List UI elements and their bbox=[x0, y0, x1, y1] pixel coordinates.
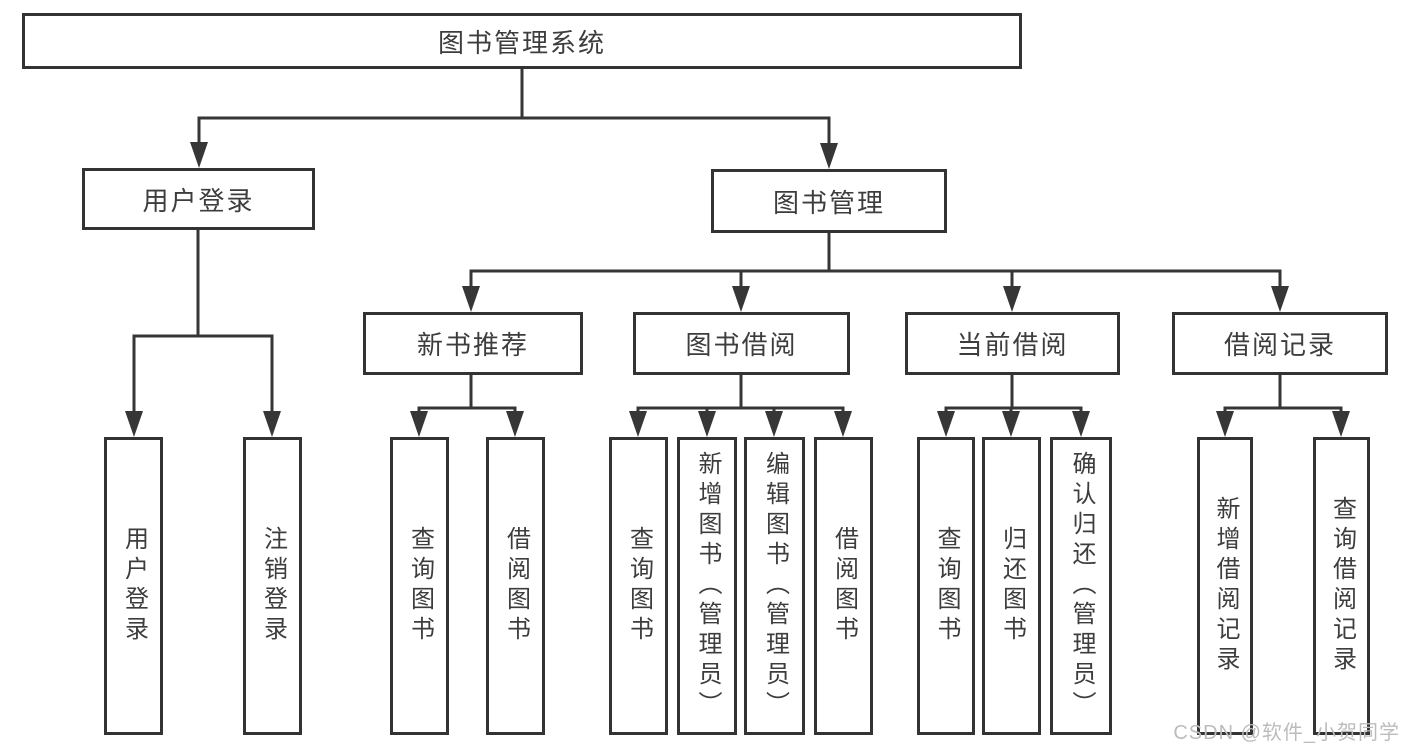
connector-3 bbox=[417, 373, 517, 419]
node-label-add-borrow-record: 新增借阅记录 bbox=[1212, 496, 1239, 676]
node-root: 图书管理系统 bbox=[22, 13, 1022, 69]
watermark-text: CSDN @软件_小贺同学 bbox=[1173, 722, 1400, 744]
arrowhead-icon bbox=[1216, 411, 1234, 437]
node-label-root: 图书管理系统 bbox=[437, 27, 606, 58]
connector-1 bbox=[132, 228, 274, 419]
node-label-confirm-return-admin: 确认归还（管理员） bbox=[1068, 451, 1095, 721]
connector-6 bbox=[1223, 373, 1343, 419]
node-label-query-books-3: 查询图书 bbox=[933, 526, 960, 646]
node-label-book-management: 图书管理 bbox=[772, 187, 885, 218]
arrowhead-icon bbox=[506, 411, 524, 437]
node-label-query-books-2: 查询图书 bbox=[625, 526, 653, 646]
node-label-user-login: 用户登录 bbox=[120, 526, 148, 646]
node-logout: 注销登录 bbox=[243, 437, 302, 735]
node-label-query-borrow-record: 查询借阅记录 bbox=[1328, 496, 1356, 676]
arrowhead-icon bbox=[937, 411, 955, 437]
arrowhead-icon bbox=[190, 142, 208, 168]
node-borrowing-records: 借阅记录 bbox=[1172, 312, 1388, 375]
connector-2 bbox=[469, 231, 1282, 294]
arrowhead-icon bbox=[732, 286, 750, 312]
arrowhead-icon bbox=[1271, 286, 1289, 312]
node-user-login-module: 用户登录 bbox=[82, 168, 315, 230]
node-new-book-recommend: 新书推荐 bbox=[363, 312, 583, 375]
connector-0 bbox=[197, 67, 831, 151]
node-borrow-books-2: 借阅图书 bbox=[814, 437, 873, 735]
node-query-books-1: 查询图书 bbox=[390, 437, 449, 735]
arrowhead-icon bbox=[629, 411, 647, 437]
node-edit-books-admin: 编辑图书（管理员） bbox=[744, 437, 805, 735]
node-label-add-books-admin: 新增图书（管理员） bbox=[694, 451, 721, 721]
node-add-borrow-record: 新增借阅记录 bbox=[1197, 437, 1253, 735]
arrowhead-icon bbox=[834, 411, 852, 437]
node-user-login: 用户登录 bbox=[104, 437, 163, 735]
node-label-logout: 注销登录 bbox=[259, 526, 287, 646]
node-label-book-borrowing: 图书借阅 bbox=[685, 330, 798, 360]
node-query-books-3: 查询图书 bbox=[917, 437, 975, 735]
node-label-borrowing-records: 借阅记录 bbox=[1223, 330, 1336, 360]
connector-4 bbox=[636, 373, 845, 419]
node-confirm-return-admin: 确认归还（管理员） bbox=[1050, 437, 1112, 735]
arrowhead-icon bbox=[1332, 411, 1350, 437]
arrowhead-icon bbox=[1003, 286, 1021, 312]
arrowhead-icon bbox=[1072, 411, 1090, 437]
node-label-return-books: 归还图书 bbox=[998, 526, 1026, 646]
node-label-query-books-1: 查询图书 bbox=[406, 526, 434, 646]
arrowhead-icon bbox=[1002, 411, 1020, 437]
node-label-edit-books-admin: 编辑图书（管理员） bbox=[761, 451, 789, 721]
arrowhead-icon bbox=[820, 143, 838, 169]
connector-5 bbox=[944, 373, 1083, 419]
node-label-new-book-recommend: 新书推荐 bbox=[416, 330, 529, 360]
node-label-current-borrowing: 当前借阅 bbox=[956, 330, 1069, 360]
arrowhead-icon bbox=[263, 411, 281, 437]
node-book-management: 图书管理 bbox=[711, 169, 947, 233]
node-current-borrowing: 当前借阅 bbox=[905, 312, 1120, 375]
node-return-books: 归还图书 bbox=[982, 437, 1041, 735]
arrowhead-icon bbox=[125, 411, 143, 437]
node-query-borrow-record: 查询借阅记录 bbox=[1313, 437, 1370, 735]
node-label-borrow-books-1: 借阅图书 bbox=[502, 526, 530, 646]
arrowhead-icon bbox=[462, 286, 480, 312]
node-book-borrowing: 图书借阅 bbox=[633, 312, 850, 375]
node-query-books-2: 查询图书 bbox=[609, 437, 668, 735]
node-label-borrow-books-2: 借阅图书 bbox=[830, 526, 858, 646]
node-borrow-books-1: 借阅图书 bbox=[486, 437, 545, 735]
arrowhead-icon bbox=[765, 411, 783, 437]
node-add-books-admin: 新增图书（管理员） bbox=[677, 437, 737, 735]
arrowhead-icon bbox=[410, 411, 428, 437]
arrowhead-icon bbox=[698, 411, 716, 437]
node-label-user-login-module: 用户登录 bbox=[142, 185, 255, 216]
